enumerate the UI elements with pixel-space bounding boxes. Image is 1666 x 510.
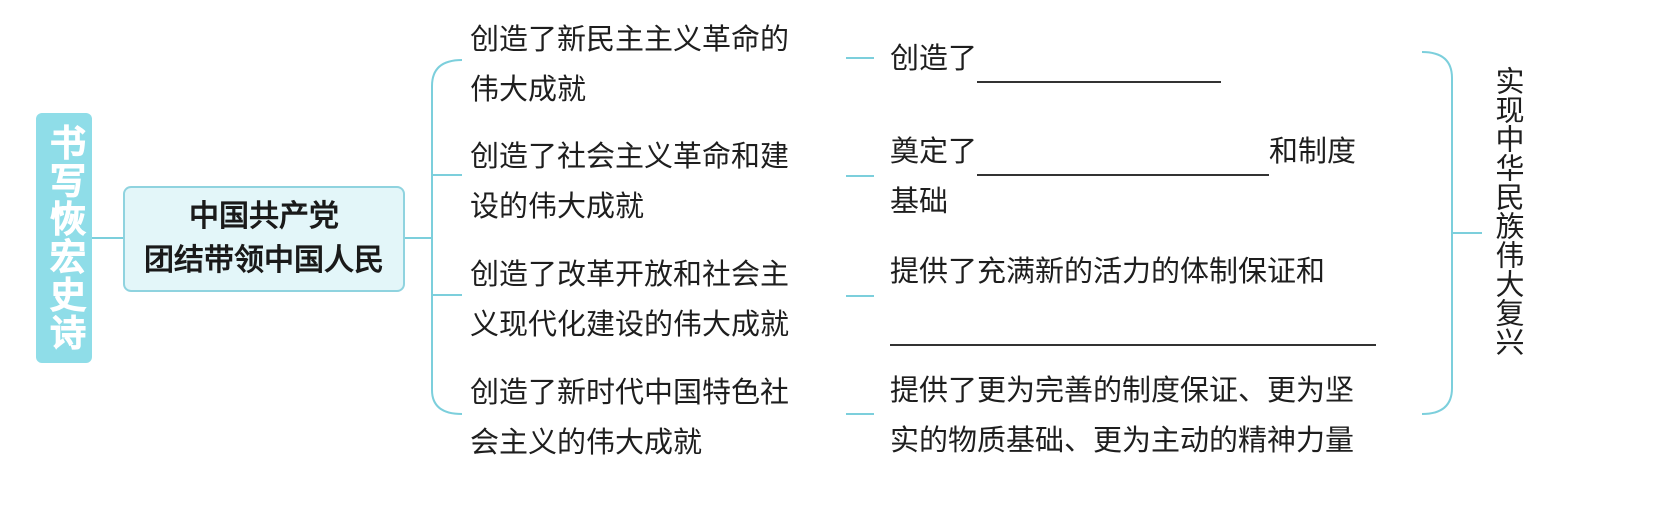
center-line-2: 团结带领中国人民: [144, 243, 384, 278]
left-bracket: [431, 59, 463, 415]
branch-2-significance-line-2: 基础: [890, 184, 949, 218]
outcome-box: 实现中华民族伟大复兴: [1488, 66, 1528, 356]
branch-4-achievement-line-1: 创造了新时代中国特色社: [470, 375, 790, 409]
branch-2-significance-suffix: 和制度: [1269, 134, 1357, 168]
branch-1-answer-blank[interactable]: [977, 43, 1222, 83]
branch-1-achievement: 创造了新民主主义革命的 伟大成就: [470, 14, 840, 114]
branch-2-answer-blank[interactable]: [977, 136, 1270, 176]
branch-1-significance-prefix: 创造了: [890, 41, 978, 75]
branch-1-significance: 创造了: [890, 33, 1222, 83]
branch-2-achievement-line-2: 设的伟大成就: [470, 189, 645, 223]
branch-3-achievement-line-2: 义现代化建设的伟大成就: [470, 307, 790, 341]
branch-3-achievement: 创造了改革开放和社会主 义现代化建设的伟大成就: [470, 249, 840, 349]
branch-2-significance: 奠定了 和制度 基础: [890, 126, 1356, 226]
branch-4-significance-line-2: 实的物质基础、更为主动的精神力量: [890, 423, 1355, 457]
branch-1-achievement-line-1: 创造了新民主主义革命的: [470, 22, 790, 56]
branch-4-achievement-line-2: 会主义的伟大成就: [470, 425, 703, 459]
branch-2-achievement-line-1: 创造了社会主义革命和建: [470, 139, 790, 173]
branch-4-significance-line-1: 提供了更为完善的制度保证、更为坚: [890, 373, 1355, 407]
title-text: 书写恢宏史诗: [44, 124, 86, 353]
branch-1-achievement-line-2: 伟大成就: [470, 72, 587, 106]
center-line-1: 中国共产党: [189, 199, 339, 234]
branch-3-significance: 提供了充满新的活力的体制保证和: [890, 246, 1376, 346]
branch-4-achievement: 创造了新时代中国特色社 会主义的伟大成就: [470, 367, 840, 467]
branch-3-answer-blank[interactable]: [890, 306, 1376, 346]
right-bracket: [1421, 51, 1453, 415]
center-box: 中国共产党 团结带领中国人民: [123, 186, 405, 292]
branch-3-achievement-line-1: 创造了改革开放和社会主: [470, 257, 790, 291]
title-box: 书写恢宏史诗: [36, 113, 92, 363]
outcome-text: 实现中华民族伟大复兴: [1491, 66, 1525, 356]
branch-4-significance: 提供了更为完善的制度保证、更为坚 实的物质基础、更为主动的精神力量: [890, 365, 1354, 465]
branch-2-achievement: 创造了社会主义革命和建 设的伟大成就: [470, 131, 840, 231]
branch-2-significance-prefix: 奠定了: [890, 134, 978, 168]
branch-3-significance-prefix: 提供了充满新的活力的体制保证和: [890, 254, 1326, 288]
